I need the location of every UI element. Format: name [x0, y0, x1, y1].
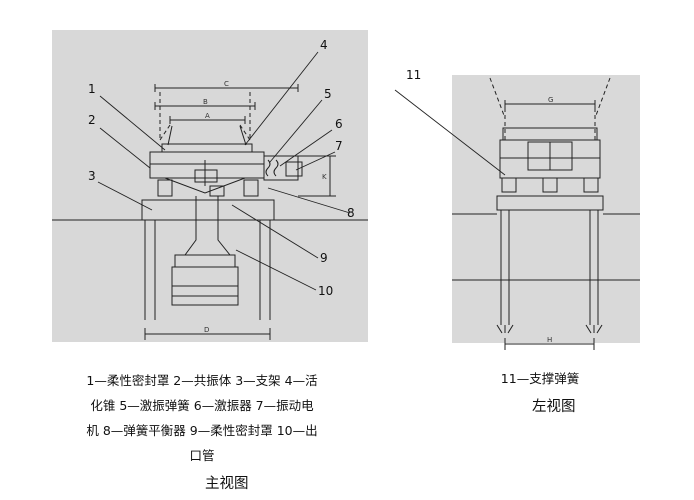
left-view-panel [452, 75, 640, 343]
callout-3: 3 [88, 169, 96, 183]
callout-7: 7 [335, 139, 343, 153]
main-view-drawing [52, 84, 368, 340]
main-view-leaders [97, 51, 351, 291]
dim-label-b: B [203, 98, 208, 106]
left-view-caption: 左视图 [532, 399, 576, 415]
callout-10: 10 [318, 284, 333, 298]
legend-line-3: 机 8—弹簧平衡器 9—柔性密封罩 10—出 [86, 423, 318, 438]
legend-line-2: 化锥 5—激振弹簧 6—激振器 7—振动电 [90, 398, 314, 413]
callout-9: 9 [320, 251, 328, 265]
dim-label-g: G [548, 96, 553, 104]
callout-6: 6 [335, 117, 343, 131]
callout-2: 2 [88, 113, 96, 127]
callout-5: 5 [324, 87, 332, 101]
dim-label-h: H [547, 336, 552, 344]
left-view-drawing [452, 77, 640, 350]
callout-4: 4 [320, 38, 328, 52]
callout-1: 1 [88, 82, 96, 96]
main-view-caption: 主视图 [205, 476, 249, 492]
dim-label-a: A [205, 112, 210, 120]
main-view-legend: 1—柔性密封罩 2—共振体 3—支架 4—活 化锥 5—激振弹簧 6—激振器 7… [52, 368, 352, 468]
dim-label-c: C [224, 80, 229, 88]
legend-line-1: 1—柔性密封罩 2—共振体 3—支架 4—活 [86, 373, 318, 388]
legend-line-4: 口管 [189, 448, 215, 463]
dim-label-k: K [322, 173, 327, 181]
left-view-leader [394, 89, 506, 176]
left-view-legend: 11—支撑弹簧 [500, 371, 580, 386]
callout-11: 11 [406, 68, 421, 82]
dim-label-d: D [204, 326, 209, 334]
callout-8: 8 [347, 206, 355, 220]
